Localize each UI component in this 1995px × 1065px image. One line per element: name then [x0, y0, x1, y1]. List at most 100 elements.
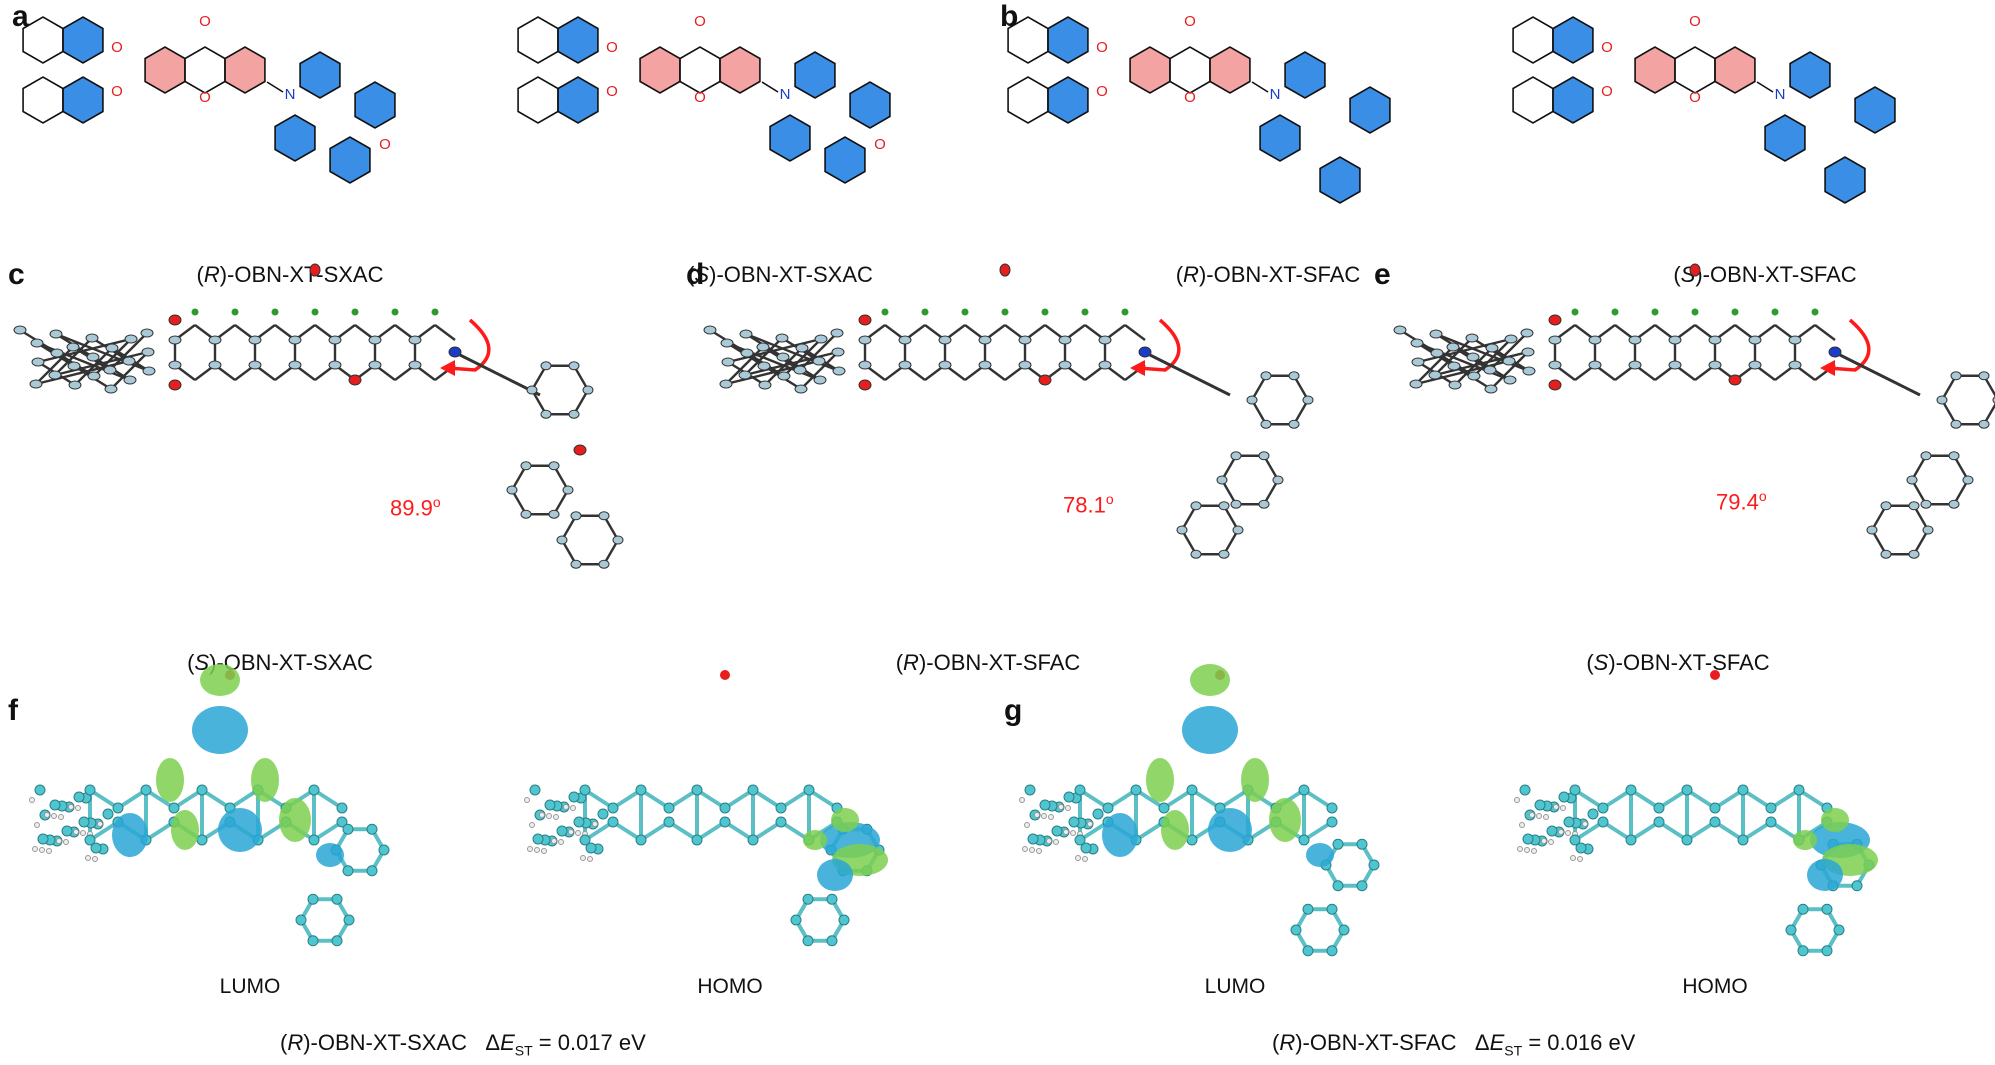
xanthone-ring — [1634, 46, 1676, 94]
carbon-atom — [196, 834, 208, 846]
hydrogen-atom — [32, 846, 38, 852]
ellipsoid-carbon — [1430, 348, 1444, 358]
xanthone-ring — [719, 46, 761, 94]
ellipsoid-carbon — [562, 485, 574, 495]
hydrogen-atom — [1543, 814, 1549, 820]
xanthene-ring — [354, 81, 396, 129]
oxygen-ellipsoid — [168, 379, 182, 391]
orbital-lobe-positive — [1208, 808, 1252, 852]
fluorene-ring — [1854, 86, 1896, 134]
carbon-atom — [1681, 784, 1693, 796]
carbon-atom — [90, 842, 102, 854]
bond — [1078, 788, 1110, 810]
hydrogen-atom — [46, 848, 52, 854]
bond — [1839, 353, 1921, 397]
bond — [1124, 324, 1146, 341]
ellipsoid-carbon — [1708, 335, 1722, 345]
orbital-lobe-positive — [1306, 843, 1334, 867]
ellipsoid-carbon — [1446, 342, 1460, 352]
carbon-atom — [1326, 945, 1338, 957]
hydrogen-atom — [1571, 308, 1579, 316]
carbon-atom — [1368, 859, 1380, 871]
ellipsoid-carbon — [208, 335, 222, 345]
carbonyl-oxygen: O — [199, 13, 211, 30]
bond — [1741, 788, 1773, 810]
bond — [1629, 788, 1661, 810]
ellipsoid-carbon — [598, 511, 610, 521]
carbon-atom — [1534, 799, 1546, 811]
binaphthyl-ring — [62, 16, 104, 64]
bond — [434, 324, 456, 341]
ellipsoid-carbon — [124, 334, 138, 344]
carbon-atom — [691, 784, 703, 796]
xanthone-ring — [184, 46, 226, 94]
ellipsoid-carbon — [248, 335, 262, 345]
hydrogen-atom — [63, 839, 69, 845]
carbon-atom — [1186, 834, 1198, 846]
ellipsoid-carbon — [1218, 549, 1230, 559]
carbon-atom — [308, 784, 320, 796]
ellipsoid-carbon — [1962, 475, 1974, 485]
bond — [54, 337, 93, 376]
oxygen-ellipsoid — [1728, 374, 1742, 386]
ellipsoid-carbon — [31, 357, 45, 367]
hydrogen-atom — [1811, 308, 1819, 316]
orbital-label-lumo-1: LUMO — [219, 975, 281, 998]
nitrogen-atom: N — [1270, 86, 1281, 103]
oxygen-atom: O — [1096, 83, 1108, 100]
cyclohexane-ring — [517, 76, 559, 124]
bond — [116, 788, 148, 810]
bond — [1190, 788, 1222, 810]
hydrogen-atom — [1691, 308, 1699, 316]
ellipsoid-carbon — [831, 347, 845, 357]
carbon-atom — [1102, 802, 1114, 814]
ellipsoid-carbon — [288, 335, 302, 345]
hydrogen-atom — [231, 308, 239, 316]
carbon-atom — [607, 816, 619, 828]
ellipsoid-carbon — [1548, 335, 1562, 345]
carbon-atom — [1575, 842, 1587, 854]
torsion-angle-1: 89.9o — [390, 494, 441, 521]
torsion-arrowhead — [440, 360, 455, 376]
bond — [1149, 353, 1231, 397]
bond — [1797, 788, 1829, 810]
carbon-atom — [84, 784, 96, 796]
hydrogen-atom — [68, 804, 74, 810]
bond — [1741, 820, 1773, 842]
oxygen-ellipsoid — [1548, 314, 1562, 326]
carbon-atom — [1785, 924, 1797, 936]
carbon-atom — [196, 784, 208, 796]
carbon-atom — [790, 914, 802, 926]
ellipsoid-carbon — [1447, 361, 1461, 371]
ellipsoid-carbon — [1950, 419, 1962, 429]
hydrogen-atom — [1041, 308, 1049, 316]
ellipsoid-carbon — [540, 361, 552, 371]
carbon-atom — [378, 844, 390, 856]
ellipsoid-carbon — [1448, 380, 1462, 390]
bond — [228, 788, 260, 810]
hydrogen-atom — [1065, 805, 1071, 811]
hydrogen-atom — [529, 822, 535, 828]
carbon-atom — [1068, 816, 1080, 828]
cyclohexane-ring — [1512, 16, 1554, 64]
orbital-lobe-negative — [171, 810, 199, 850]
panel-label-d: d — [686, 258, 705, 291]
nitrogen-ellipsoid — [1828, 346, 1842, 358]
orbital-lobe-negative — [279, 798, 311, 842]
caption-structure-3: (R)-OBN-XT-SFAC — [1175, 262, 1361, 287]
bond — [1134, 820, 1166, 842]
carbon-atom — [1587, 808, 1599, 820]
ellipsoid-carbon — [1948, 499, 1960, 509]
carbon-atom — [1709, 816, 1721, 828]
ellipsoid-carbon — [1978, 371, 1990, 381]
orbital-label-homo-1: HOMO — [697, 975, 763, 998]
carbon-atom — [342, 865, 354, 877]
xanthone-ring — [144, 46, 186, 94]
bond — [1685, 820, 1717, 842]
carbon-atom — [1092, 808, 1104, 820]
acridine-ring — [1764, 114, 1806, 162]
ellipsoid-carbon — [105, 343, 119, 353]
hydrogen-atom — [1022, 846, 1028, 852]
ellipsoid-carbon — [978, 360, 992, 370]
ellipsoid-carbon — [756, 342, 770, 352]
